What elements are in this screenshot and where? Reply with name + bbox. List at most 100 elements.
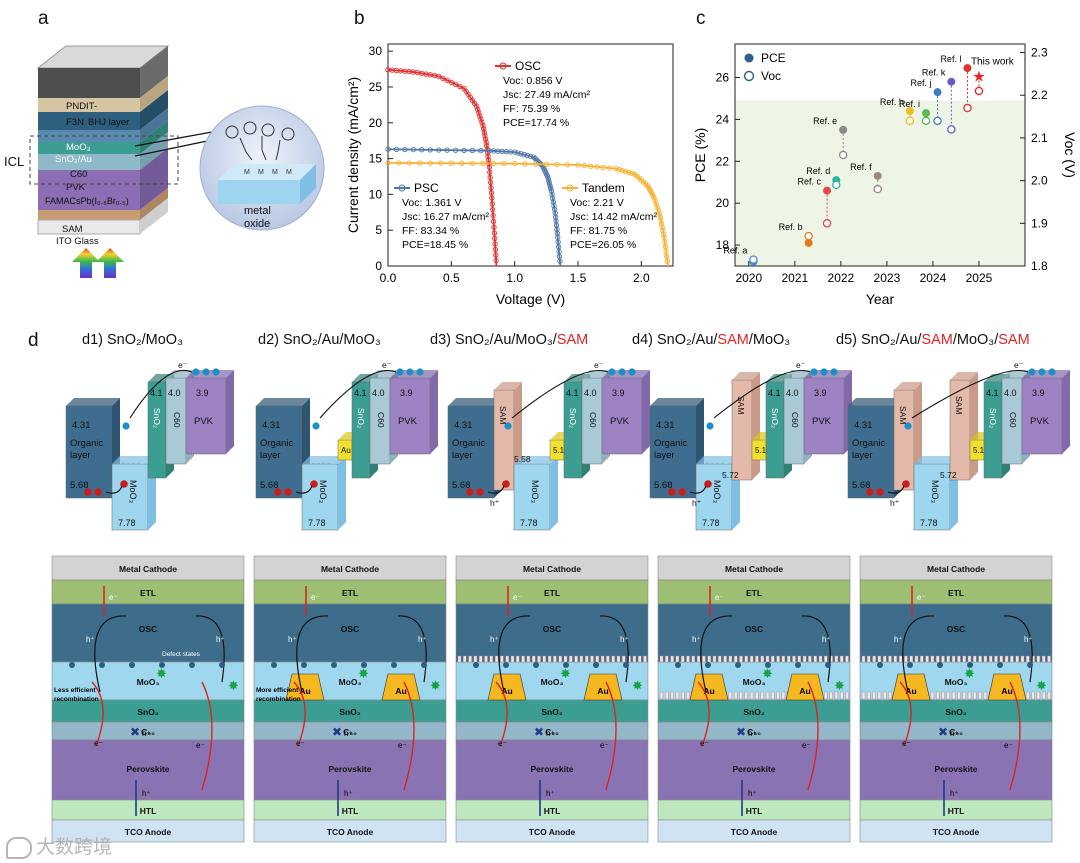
series-point-psc bbox=[549, 191, 555, 198]
sam-molecule bbox=[845, 691, 849, 700]
sam-molecule bbox=[563, 655, 568, 663]
sam-molecule bbox=[776, 691, 780, 700]
x-tick-label: 2020 bbox=[735, 271, 762, 285]
x-tick-label: 2023 bbox=[874, 271, 901, 285]
series-point-psc bbox=[521, 151, 527, 158]
d-title-suffix: /MoO₃/SAM bbox=[952, 332, 1030, 348]
y-tick-label-left: 24 bbox=[716, 112, 730, 126]
sam-molecule bbox=[951, 691, 956, 700]
band-label: 3.9 bbox=[612, 388, 625, 398]
electron-label: e⁻ bbox=[109, 593, 118, 602]
stack-layer-label: Perovskite bbox=[329, 764, 372, 774]
voc-point bbox=[921, 116, 931, 126]
au-nanoparticle bbox=[689, 673, 729, 701]
series-point-tandem bbox=[657, 214, 663, 220]
sam-molecule bbox=[771, 655, 775, 663]
hole-label: h⁺ bbox=[142, 789, 151, 798]
electron-icon bbox=[618, 368, 626, 376]
series-point-tandem bbox=[664, 253, 670, 260]
stack-layer-label: OSC bbox=[341, 624, 359, 634]
sam-molecule bbox=[1026, 655, 1030, 663]
au-label: Au bbox=[1001, 686, 1012, 696]
organic-block-top bbox=[448, 398, 502, 406]
series-point-tandem bbox=[663, 249, 669, 255]
band-label: 5.1 bbox=[755, 446, 767, 455]
watermark-text: 大数跨境 bbox=[36, 837, 113, 858]
series-point-tandem bbox=[438, 160, 444, 166]
sam-molecule bbox=[1015, 655, 1019, 663]
sam-molecule bbox=[946, 655, 950, 663]
series-point-psc bbox=[444, 147, 450, 153]
series-point-tandem bbox=[656, 211, 662, 217]
stack-layer-label: SnO₂ bbox=[137, 707, 158, 717]
electron-icon bbox=[202, 368, 210, 376]
x-tick-label: 0.5 bbox=[443, 271, 460, 285]
electron-icon bbox=[192, 368, 200, 376]
band-label: 4.1 bbox=[150, 388, 163, 398]
stack-layer-label: MoO₃ bbox=[541, 677, 564, 687]
series-point-osc bbox=[452, 81, 459, 87]
band-label: 4.31 bbox=[656, 420, 675, 431]
moo3-block-top bbox=[112, 456, 156, 464]
data-point-group: Ref. j bbox=[911, 78, 942, 126]
stack-layer-label: ETL bbox=[342, 588, 358, 598]
band-label: C60 bbox=[1008, 412, 1018, 428]
blocked-cross-icon: ✖ bbox=[130, 725, 140, 739]
sam-molecule bbox=[813, 655, 817, 663]
series-point-tandem bbox=[501, 160, 507, 167]
legend-marker bbox=[499, 62, 507, 70]
sam-molecule bbox=[500, 655, 504, 663]
series-point-tandem bbox=[395, 160, 402, 166]
sam-molecule bbox=[781, 691, 786, 700]
series-point-osc bbox=[491, 230, 498, 236]
sam-molecule bbox=[547, 655, 552, 663]
series-point-osc bbox=[480, 126, 487, 132]
sam-molecule bbox=[457, 655, 462, 663]
stack-layer-label: TCO Anode bbox=[731, 827, 778, 837]
inset-caption-2: oxide bbox=[244, 218, 270, 230]
hole-icon bbox=[466, 488, 474, 496]
electron-label: e⁻ bbox=[715, 593, 724, 602]
hole-icon bbox=[704, 480, 712, 488]
sam-molecule bbox=[765, 691, 770, 700]
device-stack-4: Metal CathodeETLOSCMoO₃SnO₂C₆₀Perovskite… bbox=[657, 555, 851, 843]
series-point-psc bbox=[551, 206, 558, 212]
sam-molecule bbox=[611, 655, 615, 663]
au-nanoparticle bbox=[891, 673, 931, 701]
defect-state-dot bbox=[331, 662, 337, 668]
sam-molecule bbox=[463, 655, 467, 663]
band-label: e⁻ bbox=[382, 360, 391, 370]
note-defect: Defect states bbox=[162, 651, 201, 658]
sam-molecule bbox=[1047, 691, 1051, 700]
defect-state-dot bbox=[473, 662, 479, 668]
defect-state-dot bbox=[795, 662, 801, 668]
y-axis-label: Current density (mA/cm²) bbox=[345, 77, 361, 233]
pce-point bbox=[804, 238, 813, 247]
hole-label: h⁺ bbox=[288, 635, 297, 644]
series-point-psc bbox=[410, 146, 416, 153]
stack-layer bbox=[657, 579, 851, 605]
series-point-osc bbox=[489, 195, 495, 201]
sam-molecule bbox=[616, 655, 621, 663]
transfer-arrow bbox=[295, 485, 313, 494]
label-f3n: F3N bbox=[66, 117, 84, 128]
note-more: recombination bbox=[256, 696, 301, 703]
series-point-tandem bbox=[385, 160, 391, 166]
sam-molecule bbox=[691, 655, 695, 663]
sam-molecule bbox=[967, 655, 972, 663]
stack-layer-label: OSC bbox=[745, 624, 763, 634]
band-label: SnO₂ bbox=[568, 408, 578, 428]
stack-layer bbox=[253, 603, 447, 663]
pvk-layer bbox=[38, 170, 140, 210]
sam-molecule bbox=[920, 655, 924, 663]
d-title-4: d4) SnO₂/Au/SAM/MoO₃ bbox=[632, 332, 790, 348]
band-label: 5.72 bbox=[940, 470, 957, 480]
hole-label: h⁺ bbox=[546, 729, 555, 738]
sam-molecule bbox=[951, 655, 956, 663]
sam-molecule bbox=[553, 655, 557, 663]
sam-molecule bbox=[946, 691, 950, 700]
stack-layer-label: TCO Anode bbox=[529, 827, 576, 837]
sam-molecule bbox=[867, 655, 871, 663]
sam-molecule bbox=[994, 655, 998, 663]
stack-layer bbox=[657, 603, 851, 663]
